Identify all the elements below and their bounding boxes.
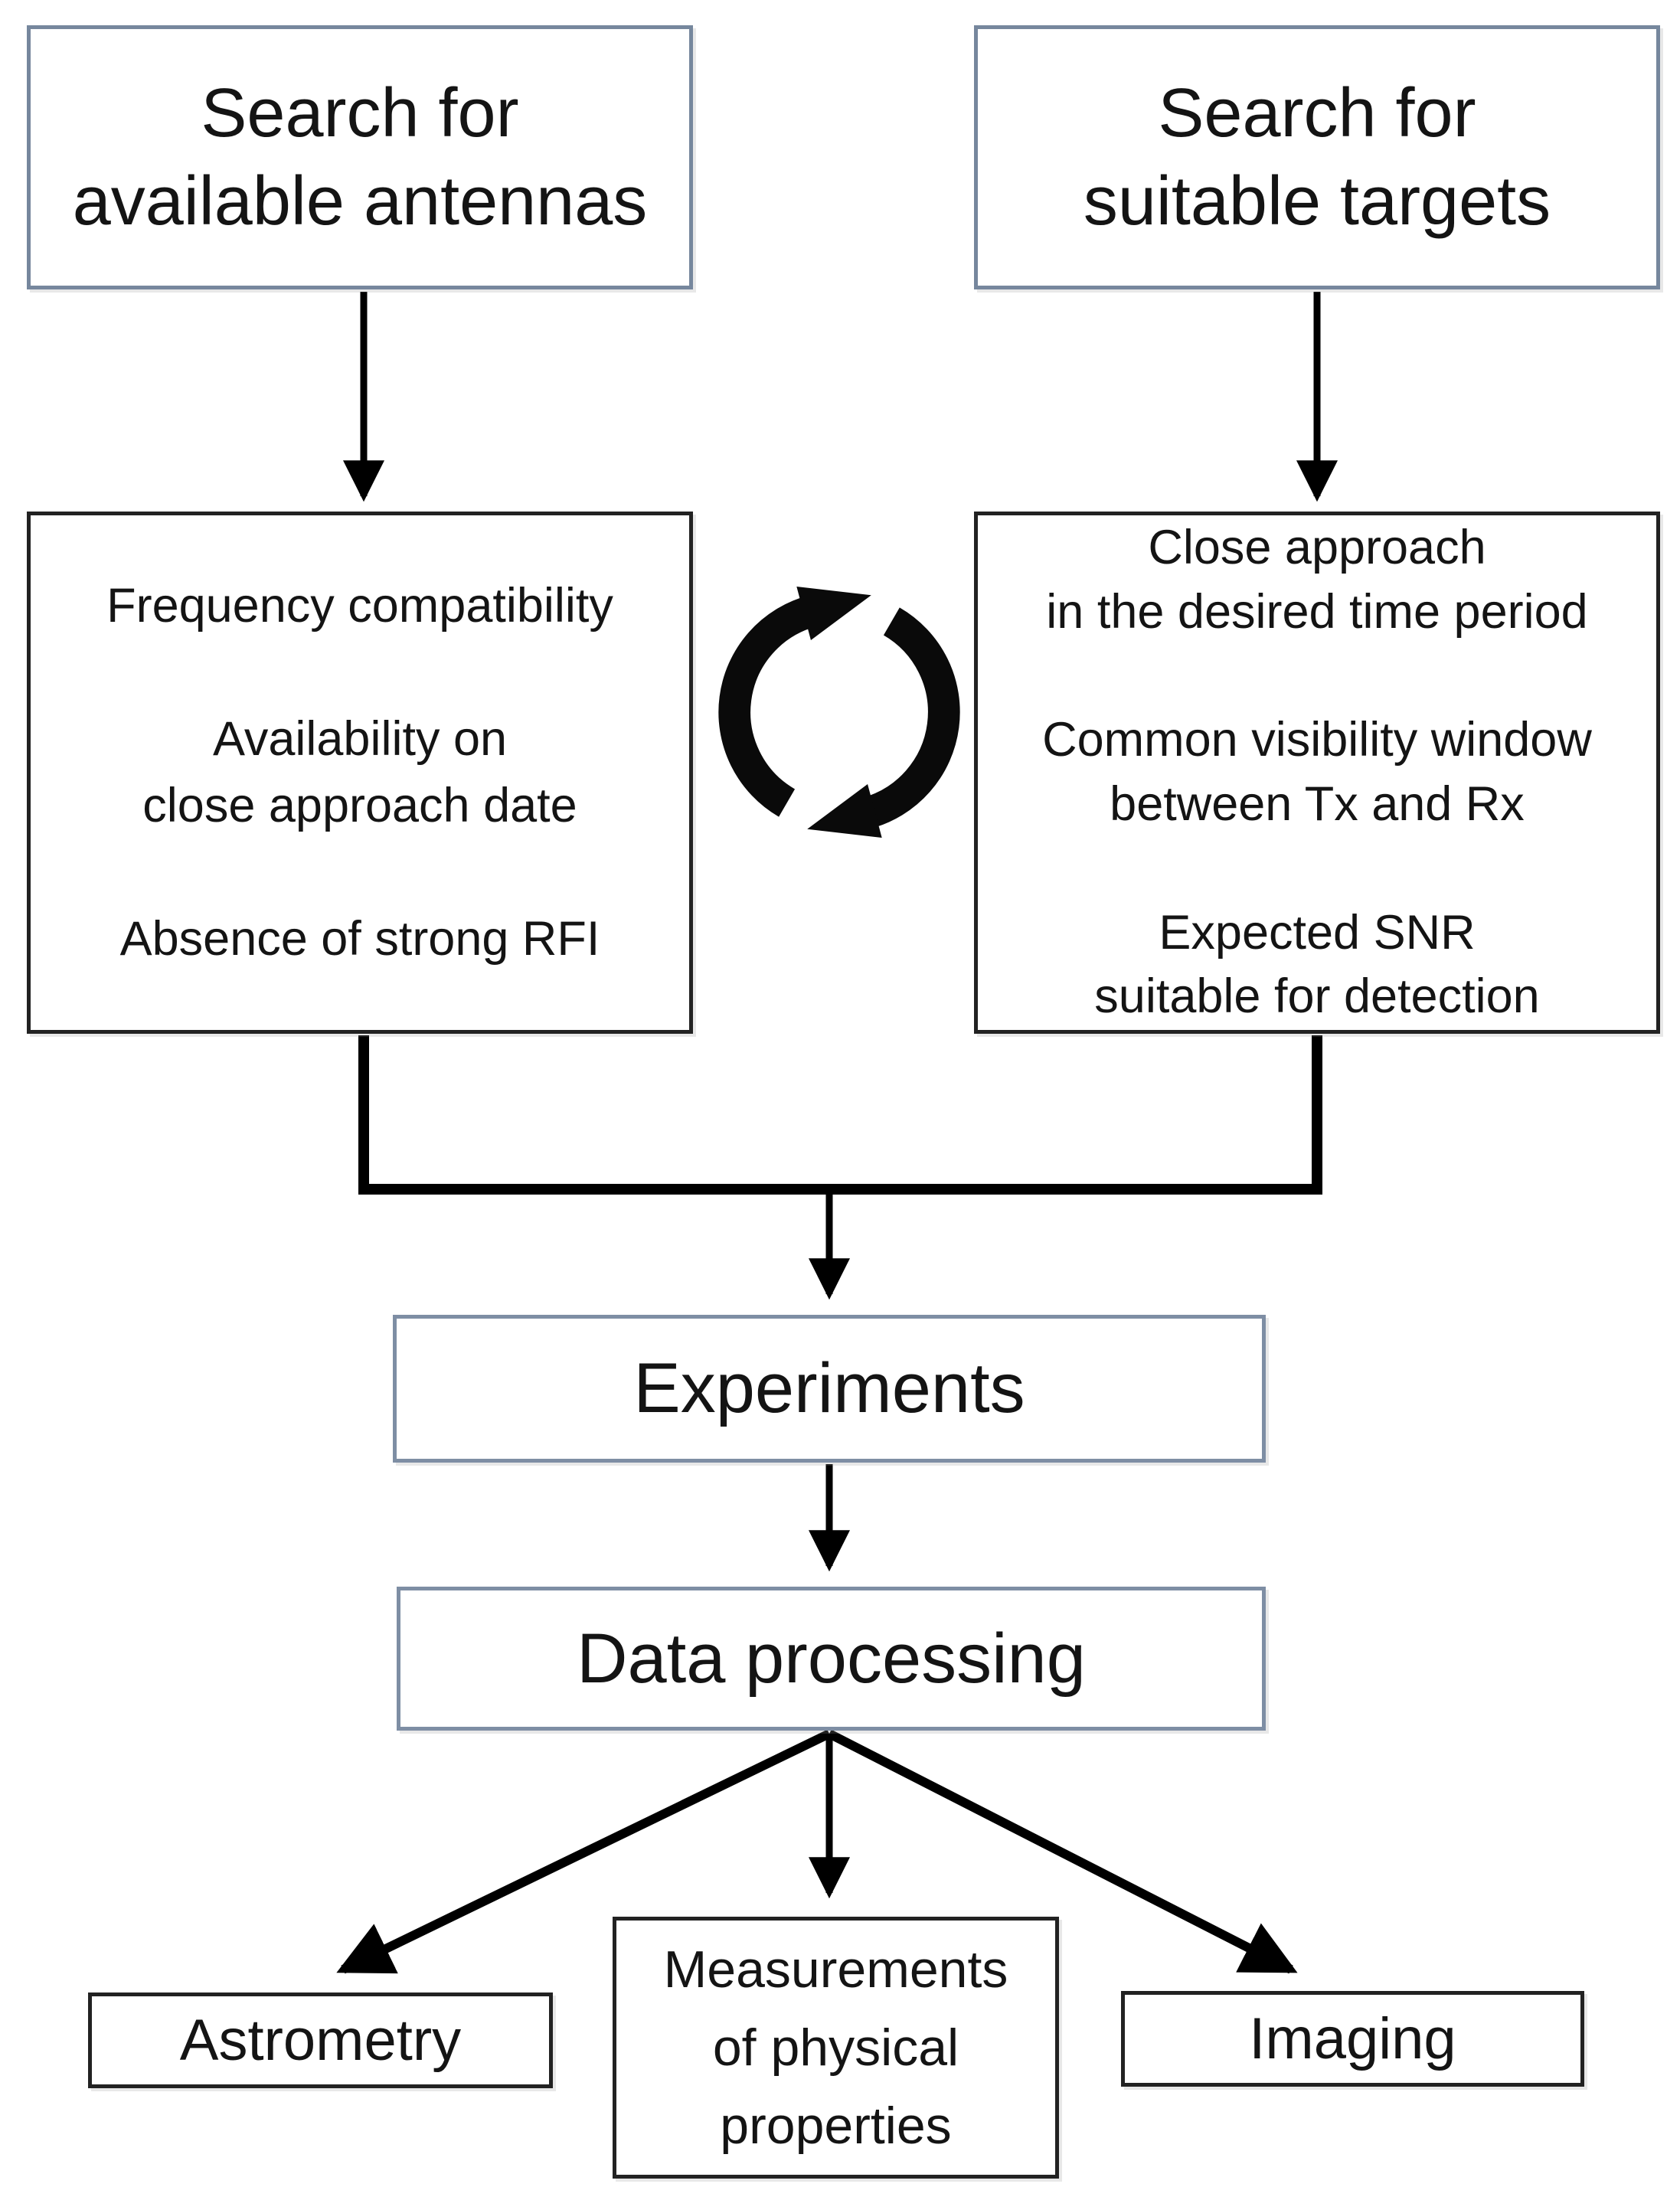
node-target-criteria: Close approach in the desired time perio… [974,512,1660,1034]
cycle-arrow-right [807,607,960,838]
node-experiments: Experiments [393,1315,1266,1463]
cycle-arrows-icon [718,587,960,838]
node-astrometry: Astrometry [88,1992,553,2088]
node-antenna-criteria: Frequency compatibility Availability on … [27,512,693,1034]
node-search-suitable-targets: Search for suitable targets [974,25,1660,289]
node-data-processing: Data processing [397,1587,1266,1731]
cycle-arrow-left [718,587,871,817]
node-measurements-physical-properties: Measurements of physical properties [613,1917,1059,2179]
node-search-available-antennas: Search for available antennas [27,25,693,289]
node-imaging: Imaging [1121,1991,1584,2087]
merge-connector [358,1035,1322,1195]
